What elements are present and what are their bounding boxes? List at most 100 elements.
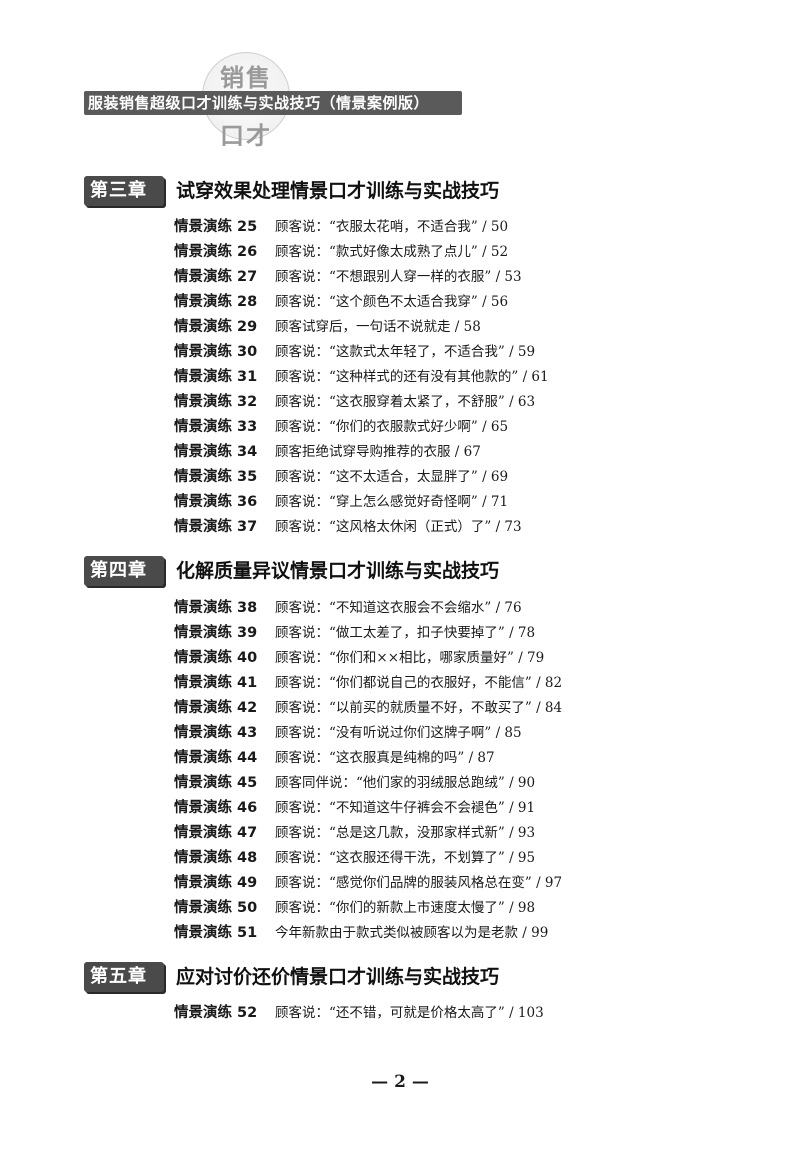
- entry-text: 顾客说：“你们和××相比，哪家质量好” / 79: [275, 650, 545, 666]
- toc-entry[interactable]: 情景演练 50 顾客说：“你们的新款上市速度太慢了” / 98: [174, 897, 535, 919]
- entry-text: 顾客说：“这种样式的还有没有其他款的” / 61: [275, 369, 549, 385]
- book-title-bar: [84, 91, 462, 115]
- toc-entry[interactable]: 情景演练 44 顾客说：“这衣服真是纯棉的吗” / 87: [174, 747, 495, 769]
- entry-text: 顾客说：“以前买的就质量不好，不敢买了” / 84: [275, 700, 563, 716]
- chapter-tag: 第三章: [84, 176, 164, 206]
- toc-entry[interactable]: 情景演练 34 顾客拒绝试穿导购推荐的衣服 / 67: [174, 441, 481, 463]
- entry-label: 情景演练 49: [174, 875, 258, 891]
- entry-label: 情景演练 51: [174, 925, 258, 941]
- entry-text: 顾客说：“还不错，可就是价格太高了” / 103: [275, 1005, 544, 1021]
- entry-text: 顾客说：“穿上怎么感觉好奇怪啊” / 71: [275, 494, 509, 510]
- entry-label: 情景演练 52: [174, 1005, 258, 1021]
- chapter-heading: 第五章 应对讨价还价情景口才训练与实战技巧: [84, 962, 584, 994]
- toc-entry[interactable]: 情景演练 48 顾客说：“这衣服还得干洗，不划算了” / 95: [174, 847, 535, 869]
- toc-entry[interactable]: 情景演练 43 顾客说：“没有听说过你们这牌子啊” / 85: [174, 722, 522, 744]
- toc-entry[interactable]: 情景演练 25 顾客说：“衣服太花哨，不适合我” / 50: [174, 216, 508, 238]
- entry-label: 情景演练 33: [174, 419, 258, 435]
- toc-entry[interactable]: 情景演练 35 顾客说：“这不太适合，太显胖了” / 69: [174, 466, 508, 488]
- entry-text: 顾客说：“不想跟别人穿一样的衣服” / 53: [275, 269, 522, 285]
- chapter-tag-label: 第四章: [90, 560, 147, 581]
- toc-entry[interactable]: 情景演练 42 顾客说：“以前买的就质量不好，不敢买了” / 84: [174, 697, 562, 719]
- entry-label: 情景演练 27: [174, 269, 258, 285]
- entry-text: 顾客说：“这款式太年轻了，不适合我” / 59: [275, 344, 536, 360]
- entry-label: 情景演练 40: [174, 650, 258, 666]
- entry-label: 情景演练 50: [174, 900, 258, 916]
- entry-label: 情景演练 30: [174, 344, 258, 360]
- chapter-heading: 第四章 化解质量异议情景口才训练与实战技巧: [84, 556, 584, 588]
- toc-entry[interactable]: 情景演练 52 顾客说：“还不错，可就是价格太高了” / 103: [174, 1002, 544, 1024]
- toc-entry[interactable]: 情景演练 41 顾客说：“你们都说自己的衣服好，不能信” / 82: [174, 672, 562, 694]
- entry-text: 顾客说：“感觉你们品牌的服装风格总在变” / 97: [275, 875, 563, 891]
- entry-label: 情景演练 44: [174, 750, 258, 766]
- entry-label: 情景演练 29: [174, 319, 258, 335]
- toc-entry[interactable]: 情景演练 51 今年新款由于款式类似被顾客以为是老款 / 99: [174, 922, 548, 944]
- toc-entry[interactable]: 情景演练 30 顾客说：“这款式太年轻了，不适合我” / 59: [174, 341, 535, 363]
- toc-entry[interactable]: 情景演练 27 顾客说：“不想跟别人穿一样的衣服” / 53: [174, 266, 522, 288]
- chapter-title: 应对讨价还价情景口才训练与实战技巧: [176, 966, 500, 988]
- entry-text: 顾客说：“款式好像太成熟了点儿” / 52: [275, 244, 509, 260]
- entry-label: 情景演练 39: [174, 625, 258, 641]
- toc-entry[interactable]: 情景演练 31 顾客说：“这种样式的还有没有其他款的” / 61: [174, 366, 549, 388]
- chapter-title: 试穿效果处理情景口才训练与实战技巧: [176, 180, 500, 202]
- entry-label: 情景演练 25: [174, 219, 258, 235]
- toc-entry[interactable]: 情景演练 39 顾客说：“做工太差了，扣子快要掉了” / 78: [174, 622, 535, 644]
- entry-label: 情景演练 37: [174, 519, 258, 535]
- entry-label: 情景演练 32: [174, 394, 258, 410]
- entry-text: 顾客说：“做工太差了，扣子快要掉了” / 78: [275, 625, 536, 641]
- entry-label: 情景演练 43: [174, 725, 258, 741]
- entry-label: 情景演练 41: [174, 675, 258, 691]
- entry-text: 顾客说：“衣服太花哨，不适合我” / 50: [275, 219, 509, 235]
- toc-entry[interactable]: 情景演练 29 顾客试穿后，一句话不说就走 / 58: [174, 316, 481, 338]
- entry-text: 顾客说：“这不太适合，太显胖了” / 69: [275, 469, 509, 485]
- toc-entry[interactable]: 情景演练 40 顾客说：“你们和××相比，哪家质量好” / 79: [174, 647, 544, 669]
- entry-label: 情景演练 31: [174, 369, 258, 385]
- entry-text: 顾客说：“你们的衣服款式好少啊” / 65: [275, 419, 509, 435]
- entry-label: 情景演练 28: [174, 294, 258, 310]
- toc-entry[interactable]: 情景演练 38 顾客说：“不知道这衣服会不会缩水” / 76: [174, 597, 522, 619]
- entry-label: 情景演练 34: [174, 444, 258, 460]
- toc-entry[interactable]: 情景演练 49 顾客说：“感觉你们品牌的服装风格总在变” / 97: [174, 872, 562, 894]
- page-number: — 2 —: [371, 1072, 429, 1092]
- entry-label: 情景演练 26: [174, 244, 258, 260]
- book-title: 服装销售超级口才训练与实战技巧（情景案例版）: [88, 94, 430, 112]
- toc-entry[interactable]: 情景演练 47 顾客说：“总是这几款，没那家样式新” / 93: [174, 822, 535, 844]
- entry-label: 情景演练 48: [174, 850, 258, 866]
- seal-top-text: 销售: [220, 63, 272, 92]
- toc-entry[interactable]: 情景演练 28 顾客说：“这个颜色不太适合我穿” / 56: [174, 291, 508, 313]
- entry-text: 顾客说：“总是这几款，没那家样式新” / 93: [275, 825, 536, 841]
- toc-entry[interactable]: 情景演练 32 顾客说：“这衣服穿着太紧了，不舒服” / 63: [174, 391, 535, 413]
- entry-text: 顾客说：“这衣服穿着太紧了，不舒服” / 63: [275, 394, 536, 410]
- entry-label: 情景演练 36: [174, 494, 258, 510]
- chapter-tag-label: 第三章: [90, 180, 147, 201]
- entry-text: 顾客说：“这风格太休闲（正式）了” / 73: [275, 519, 522, 535]
- chapter-tag: 第四章: [84, 556, 164, 586]
- entry-text: 顾客说：“没有听说过你们这牌子啊” / 85: [275, 725, 522, 741]
- entry-text: 顾客说：“不知道这衣服会不会缩水” / 76: [275, 600, 522, 616]
- chapter-heading: 第三章 试穿效果处理情景口才训练与实战技巧: [84, 176, 584, 208]
- entry-text: 顾客说：“你们都说自己的衣服好，不能信” / 82: [275, 675, 563, 691]
- page-header: 销售 口才 服装销售超级口才训练与实战技巧（情景案例版）: [0, 0, 800, 160]
- entry-text: 顾客说：“这衣服真是纯棉的吗” / 87: [275, 750, 495, 766]
- entry-label: 情景演练 38: [174, 600, 258, 616]
- entry-label: 情景演练 46: [174, 800, 258, 816]
- toc-entry[interactable]: 情景演练 36 顾客说：“穿上怎么感觉好奇怪啊” / 71: [174, 491, 508, 513]
- entry-text: 顾客说：“这衣服还得干洗，不划算了” / 95: [275, 850, 536, 866]
- entry-label: 情景演练 35: [174, 469, 258, 485]
- seal-bottom-text: 口才: [220, 121, 272, 150]
- entry-text: 今年新款由于款式类似被顾客以为是老款 / 99: [275, 925, 549, 941]
- toc-entry[interactable]: 情景演练 26 顾客说：“款式好像太成熟了点儿” / 52: [174, 241, 508, 263]
- chapter-tag-label: 第五章: [90, 966, 147, 987]
- entry-text: 顾客试穿后，一句话不说就走 / 58: [275, 319, 481, 335]
- chapter-title: 化解质量异议情景口才训练与实战技巧: [176, 560, 500, 582]
- chapter-tag: 第五章: [84, 962, 164, 992]
- entry-label: 情景演练 42: [174, 700, 258, 716]
- entry-label: 情景演练 45: [174, 775, 258, 791]
- toc-entry[interactable]: 情景演练 33 顾客说：“你们的衣服款式好少啊” / 65: [174, 416, 508, 438]
- entry-label: 情景演练 47: [174, 825, 258, 841]
- entry-text: 顾客拒绝试穿导购推荐的衣服 / 67: [275, 444, 481, 460]
- toc-entry[interactable]: 情景演练 37 顾客说：“这风格太休闲（正式）了” / 73: [174, 516, 522, 538]
- entry-text: 顾客说：“这个颜色不太适合我穿” / 56: [275, 294, 509, 310]
- entry-text: 顾客说：“你们的新款上市速度太慢了” / 98: [275, 900, 536, 916]
